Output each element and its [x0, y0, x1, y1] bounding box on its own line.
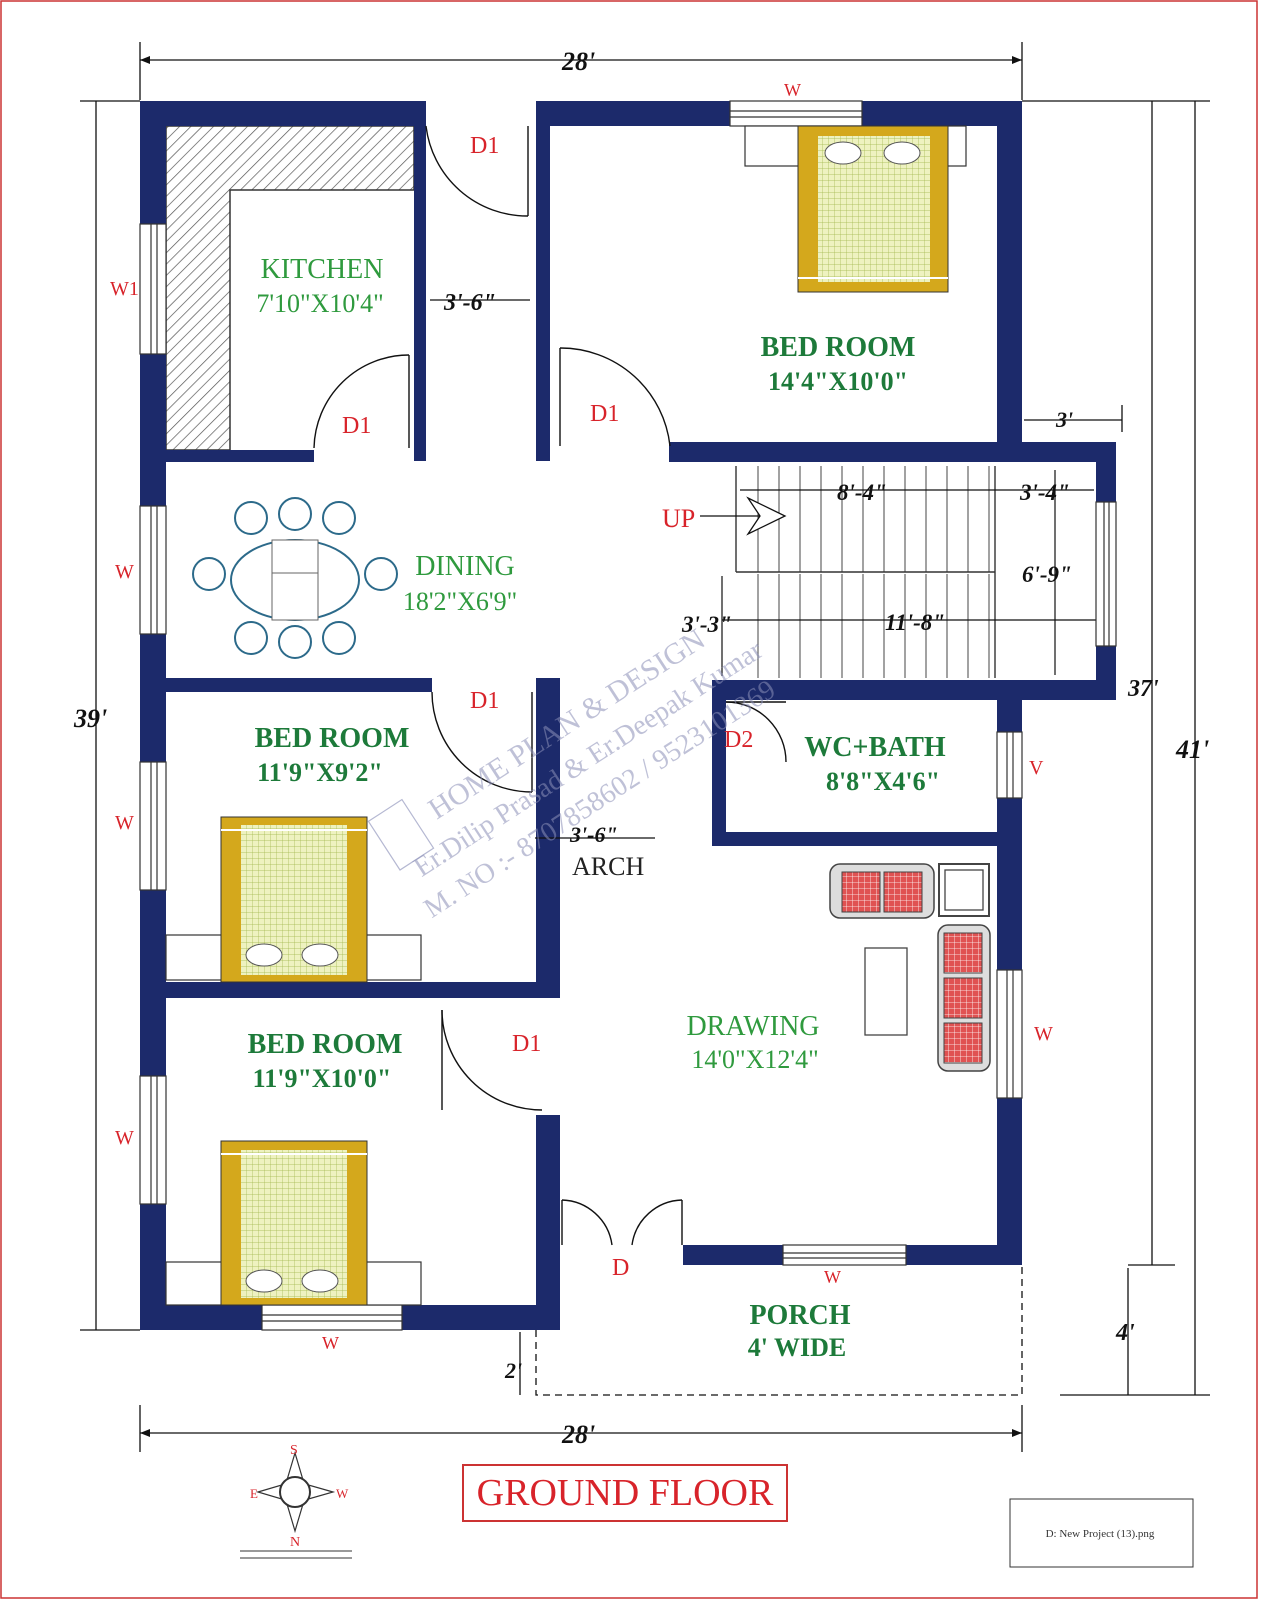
dim-top-width: 28' [561, 47, 595, 76]
dining-name: DINING [415, 551, 515, 582]
tag-w-bed-low: W [115, 1127, 134, 1149]
bed-top [744, 125, 967, 293]
wall-bed-left [536, 101, 550, 461]
dining-chair [278, 497, 312, 531]
dining-chair [322, 621, 356, 655]
wall-stair-bottom [712, 680, 1116, 700]
wall-front-right [906, 1245, 1022, 1265]
wall-kitchen-bottom [166, 450, 314, 462]
staircase [700, 466, 1116, 678]
tag-d1-kitchen: D1 [342, 413, 371, 439]
bed-mid-size: 11'9"X9'2" [257, 758, 383, 787]
bed-low-size: 11'9"X10'0" [253, 1064, 392, 1093]
dimension-ticks [140, 56, 1022, 1437]
tag-d1-bed-top: D1 [590, 401, 619, 427]
file-caption: D: New Project (13).png [1046, 1528, 1155, 1540]
drawing-name: DRAWING [686, 1011, 819, 1042]
dim-front-offset: 2' [504, 1358, 522, 1383]
wall-right-upper [997, 101, 1022, 445]
kitchen-name: KITCHEN [261, 254, 384, 285]
dining-chair [278, 625, 312, 659]
arch-label: ARCH [572, 852, 644, 881]
wc-name: WC+BATH [804, 732, 946, 763]
dim-stair-lower: 11'-8" [885, 610, 945, 635]
dim-right-height: 41' [1175, 735, 1209, 764]
compass-south: S [290, 1443, 298, 1458]
wall-front-left [683, 1245, 783, 1265]
tag-d2-wc: D2 [724, 727, 753, 753]
compass-icon [240, 1450, 352, 1559]
porch-size: 4' WIDE [748, 1333, 847, 1362]
tag-w-dining: W [115, 561, 134, 583]
wc-size: 8'8"X4'6" [826, 767, 940, 796]
wall-kitchen-right [414, 101, 426, 461]
bed-top-name: BED ROOM [761, 332, 916, 363]
door-swings [313, 125, 787, 1246]
dining-table [192, 497, 398, 659]
tag-w-drawing: W [1034, 1023, 1053, 1045]
compass-east: E [250, 1486, 258, 1501]
stair-up-label: UP [662, 504, 695, 533]
drawing-size: 14'0"X12'4" [691, 1045, 818, 1074]
dim-stair-width: 6'-9" [1022, 562, 1072, 587]
dim-arch: 3'-6" [569, 822, 618, 847]
tag-d1-bed-low: D1 [512, 1031, 541, 1057]
dim-passage: 3'-6" [443, 290, 496, 316]
tag-w-front: W [824, 1267, 841, 1287]
dim-stair-left: 3'-3" [681, 612, 732, 637]
kitchen-size: 7'10"X10'4" [256, 289, 383, 318]
sofa-set [829, 863, 991, 1072]
title-ground-floor: GROUND FLOOR [477, 1472, 774, 1514]
dining-chair [234, 501, 268, 535]
dim-stair-landing: 3'-4" [1019, 480, 1070, 505]
dining-size: 18'2"X6'9" [403, 587, 517, 616]
file-caption-box [1009, 1498, 1194, 1568]
bed-top-size: 14'4"X10'0" [768, 367, 908, 396]
dining-chair [234, 621, 268, 655]
dimension-lines [80, 42, 1210, 1452]
bed-low [165, 1140, 422, 1306]
tag-w-bed-top: W [784, 80, 801, 100]
wall-bed-mid-top [166, 678, 432, 692]
tag-w-bottom: W [322, 1333, 339, 1353]
tag-w1-kitchen: W1 [110, 278, 139, 300]
porch-outline [535, 1265, 1023, 1396]
wall-stair-top [669, 442, 1116, 462]
wall-kitchen-top [140, 101, 426, 126]
bed-low-name: BED ROOM [248, 1029, 403, 1060]
dining-chair [192, 557, 226, 591]
tag-w-bed-mid: W [115, 812, 134, 834]
wall-bed-low-right [536, 1115, 560, 1330]
compass-west: W [336, 1486, 349, 1501]
porch-name: PORCH [749, 1300, 850, 1331]
dim-porch-depth: 4' [1115, 1320, 1135, 1346]
wall-bed-mid-bottom [166, 982, 560, 998]
windows [139, 100, 1117, 1331]
dim-stair-gap: 3' [1055, 407, 1073, 432]
tag-d1-kitchen-passage: D1 [470, 133, 499, 159]
kitchen-counter [165, 125, 415, 451]
title-box [462, 1464, 788, 1522]
dim-left-height: 39' [73, 704, 107, 733]
bed-mid-name: BED ROOM [255, 723, 410, 754]
bed-mid [165, 816, 422, 983]
dining-chair [322, 501, 356, 535]
tag-v-wc: V [1029, 757, 1044, 779]
dim-bottom-width: 28' [561, 1420, 595, 1449]
wall-wc-bottom [712, 832, 1022, 846]
dim-stair-upper: 8'-4" [837, 480, 887, 505]
compass-north: N [290, 1535, 300, 1550]
dim-inner-right: 37' [1127, 676, 1159, 702]
dining-chair [364, 557, 398, 591]
tag-d1-bed-mid: D1 [470, 688, 499, 714]
tag-main-door: D [612, 1255, 629, 1281]
wall-wc-left [712, 700, 726, 846]
